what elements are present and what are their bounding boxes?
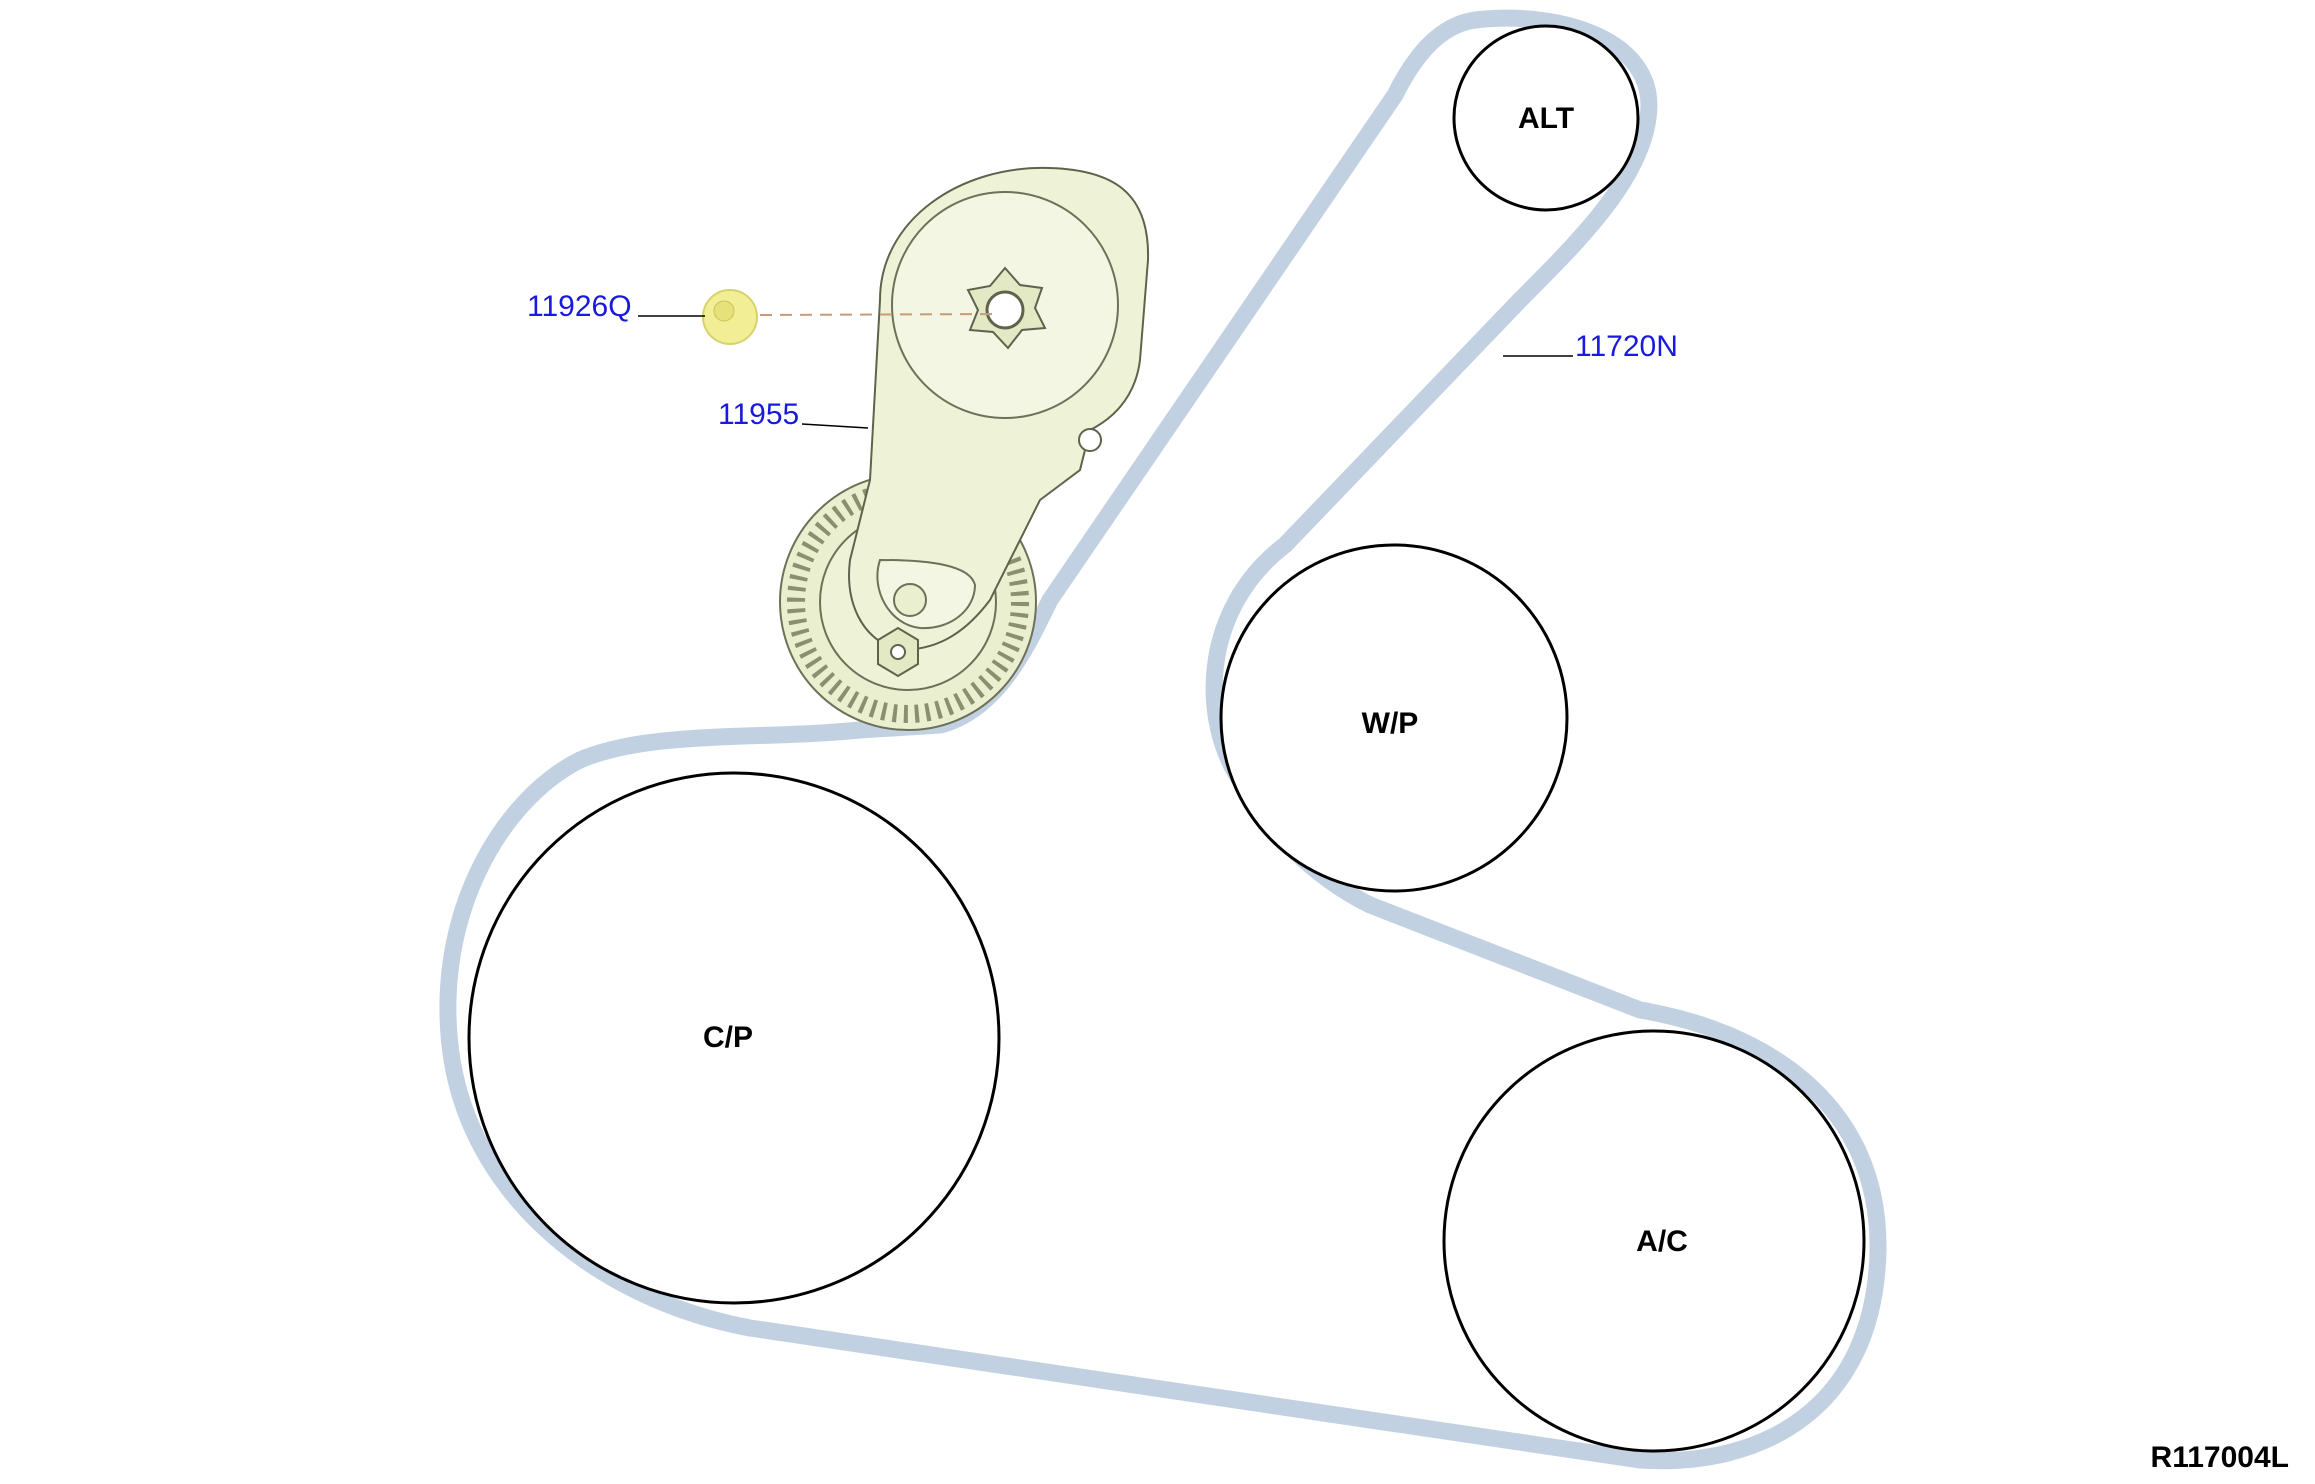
belt-callout: 11720N xyxy=(1575,330,1678,363)
drawing-id: R117004L xyxy=(2151,1441,2289,1474)
water-pump-pulley: W/P xyxy=(1219,543,1569,893)
tensioner-callout: 11955 xyxy=(718,398,799,431)
leader-lines xyxy=(638,313,1573,429)
alternator-pulley: ALT xyxy=(1452,24,1640,212)
cp-label: C/P xyxy=(703,1021,753,1054)
drive-belt xyxy=(439,9,1887,1470)
bolt-callout: 11926Q xyxy=(527,290,632,323)
alt-label: ALT xyxy=(1518,102,1574,135)
wp-label: W/P xyxy=(1362,707,1419,740)
crankshaft-pulley: C/P xyxy=(467,771,1001,1305)
belt-tensioner xyxy=(779,166,1150,731)
ac-label: A/C xyxy=(1636,1225,1688,1258)
ac-compressor-pulley: A/C xyxy=(1442,1029,1866,1453)
tensioner-bolt xyxy=(702,289,758,345)
